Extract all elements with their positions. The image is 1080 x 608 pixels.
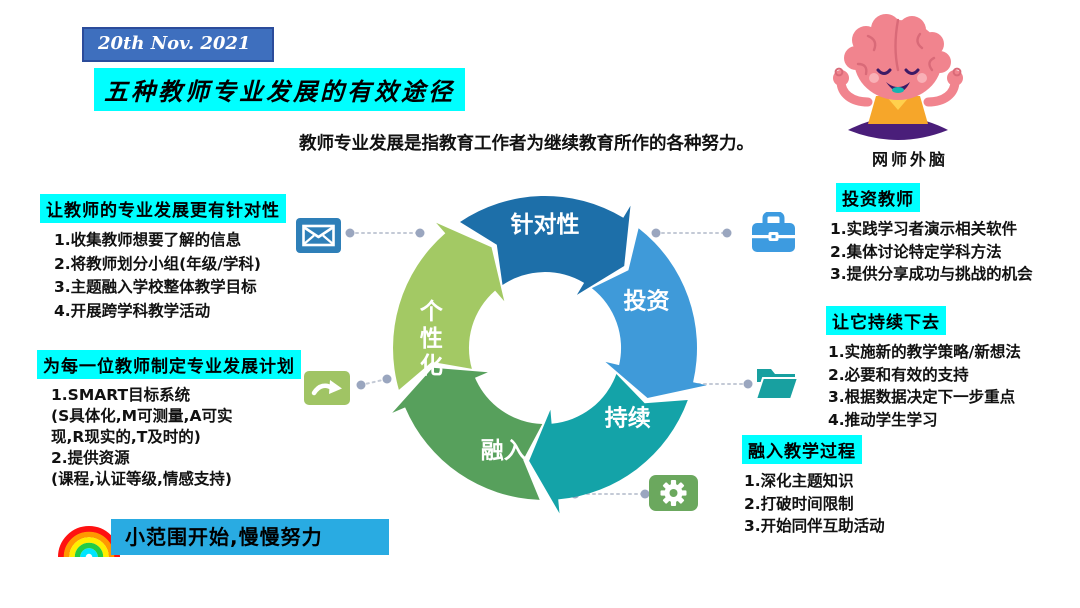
list-item: (S具体化,M可测量,A可实 [51,407,233,425]
cycle-segment-1 [460,195,631,295]
list-item: (课程,认证等级,情感支持) [51,470,232,488]
list-item: 4.推动学生学习 [828,410,938,429]
list-item: 1.收集教师想要了解的信息 [54,231,242,249]
rainbow-icon [58,526,120,557]
block-item-list: 1.SMART目标系统 (S具体化,M可测量,A可实现,R现实的,T及时的) 2.提… [37,385,301,490]
list-item: 1.SMART目标系统 [51,386,191,404]
footer-note: 小范围开始,慢慢努力 [111,519,389,555]
list-item: 2.将教师划分小组(年级/学科) [54,254,262,273]
block-keep-it-going: 让它持续下去 1.实施新的教学策略/新想法 2.必要和有效的支持 3.根据数据决定下… [826,306,1021,431]
block-title: 投资教师 [836,183,920,212]
cycle-segment-5 [393,222,505,390]
block-title: 为每一位教师制定专业发展计划 [37,350,301,379]
brain-mascot-illustration [833,14,963,140]
cycle-segment-label: 持续 [605,404,651,431]
connector-line [356,374,392,390]
list-item: 1.实践学习者演示相关软件 [830,220,1018,238]
envelope-icon [296,218,341,253]
list-item: 3.开始同伴互助活动 [744,517,885,535]
block-item-list: 1.深化主题知识 2.打破时间限制 3.开始同伴互助活动 [742,470,885,538]
subtitle: 教师专业发展是指教育工作者为继续教育所作的各种努力。 [299,134,754,154]
list-item: 3.根据数据决定下一步重点 [828,388,1016,406]
list-item: 2.集体讨论特定学科方法 [830,242,1002,261]
connector-line [345,228,425,238]
cycle-segment-2 [591,228,707,398]
gear-icon [649,475,698,511]
block-item-list: 1.实践学习者演示相关软件 2.集体讨论特定学科方法 3.提供分享成功与挑战的机会 [828,218,1033,286]
connector-line [651,228,732,238]
cycle-segment-label: 融入 [481,438,527,464]
briefcase-icon [752,212,795,252]
cycle-segment-label: 投资 [624,289,670,315]
block-title: 融入教学过程 [742,435,862,464]
block-item-list: 1.实施新的教学策略/新想法 2.必要和有效的支持 3.根据数据决定下一步重点 4.推… [826,341,1021,431]
cycle-segment-3 [529,374,688,514]
list-item: 2.提供资源 [51,449,130,467]
cycle-segment-4 [392,367,543,500]
block-invest-teachers: 投资教师 1.实践学习者演示相关软件 2.集体讨论特定学科方法 3.提供分享成功与挑… [828,183,1033,286]
block-title: 让教师的专业发展更有针对性 [40,194,286,223]
date-badge: 20th Nov. 2021 [82,27,274,62]
list-item: 1.实施新的教学策略/新想法 [828,343,1021,361]
list-item: 2.必要和有效的支持 [828,365,969,384]
block-title: 让它持续下去 [826,306,946,335]
list-item: 3.主题融入学校整体教学目标 [54,278,257,296]
page-title: 五种教师专业发展的有效途径 [94,68,465,111]
list-item: 1.深化主题知识 [744,472,854,490]
block-development-plan: 为每一位教师制定专业发展计划 1.SMART目标系统 (S具体化,M可测量,A可实… [37,350,301,490]
list-item: 4.开展跨学科教学活动 [54,301,211,320]
folder-icon [754,369,800,400]
curved-arrow-icon [304,371,350,405]
block-integrate-teaching: 融入教学过程 1.深化主题知识 2.打破时间限制 3.开始同伴互助活动 [742,435,885,538]
cycle-segment-label: 个性化 [420,299,444,379]
mascot-caption: 网师外脑 [872,150,949,169]
block-item-list: 1.收集教师想要了解的信息 2.将教师划分小组(年级/学科) 3.主题融入学校整体教… [40,229,286,323]
list-item: 3.提供分享成功与挑战的机会 [830,265,1033,283]
list-item: 现,R现实的,T及时的) [51,428,201,446]
block-targeted-development: 让教师的专业发展更有针对性 1.收集教师想要了解的信息 2.将教师划分小组(年级/… [40,194,286,323]
cycle-segment-label: 针对性 [511,212,580,238]
list-item: 2.打破时间限制 [744,494,854,513]
